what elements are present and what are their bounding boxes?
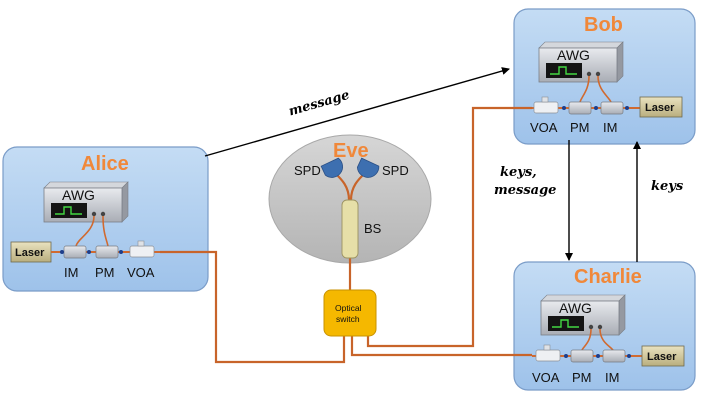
spd-right-icon <box>356 157 380 178</box>
charlie-pm-device <box>570 349 594 363</box>
charlie-awg-screen <box>548 316 584 331</box>
fiber-alice-to-switch <box>160 250 346 364</box>
bob-pm-device <box>568 101 592 115</box>
bob-pm-label: PM <box>570 120 590 135</box>
bob-awg-label: AWG <box>557 47 590 63</box>
optical-switch <box>323 289 377 337</box>
spd-left-icon <box>320 157 343 178</box>
alice-laser-label: Laser <box>15 247 45 259</box>
charlie-awg-label: AWG <box>559 300 592 316</box>
alice-voa-label: VOA <box>127 265 155 280</box>
fiber-links <box>160 106 532 364</box>
bob-voa-device <box>533 101 559 114</box>
bob-laser: Laser <box>639 96 683 118</box>
message-arrow-alice-to-bob <box>204 67 510 157</box>
eve-title: Eve <box>333 140 369 162</box>
bs-label: BS <box>364 221 382 236</box>
alice-im-device <box>63 245 87 259</box>
fiber-switch-to-charlie <box>350 336 532 357</box>
alice-pm-device <box>95 245 119 259</box>
bob-voa-label: VOA <box>530 120 558 135</box>
charlie-im-label: IM <box>605 370 619 385</box>
alice-voa-device <box>129 245 155 258</box>
keys-message-label-line2: message <box>494 183 556 198</box>
keys-label: keys <box>651 179 684 194</box>
message-label: message <box>287 88 351 120</box>
spd-right-label: SPD <box>382 163 409 178</box>
bob-laser-label: Laser <box>645 102 675 114</box>
alice-laser: Laser <box>10 241 52 263</box>
alice-im-label: IM <box>64 265 78 280</box>
charlie-laser-label: Laser <box>647 351 677 363</box>
bob-rf-cables <box>579 75 612 103</box>
spd-left-label: SPD <box>294 163 321 178</box>
optical-switch-label-line2: switch <box>336 314 360 324</box>
keys-message-label-line1: keys, <box>500 165 537 180</box>
alice-optical-chain <box>51 240 160 259</box>
charlie-voa-device <box>535 349 561 362</box>
charlie-pm-label: PM <box>572 370 592 385</box>
charlie-awg: AWG <box>540 294 626 336</box>
optical-switch-label-line1: Optical <box>335 303 362 313</box>
bob-im-device <box>600 101 624 115</box>
fiber-switch-to-bob <box>366 106 532 348</box>
alice-pm-label: PM <box>95 265 115 280</box>
charlie-im-device <box>602 349 626 363</box>
bob-title: Bob <box>584 14 623 36</box>
charlie-optical-chain <box>532 344 642 363</box>
bob-im-label: IM <box>603 120 617 135</box>
charlie-laser: Laser <box>641 345 685 367</box>
alice-rf-cables <box>75 215 109 247</box>
alice-awg-label: AWG <box>62 187 95 203</box>
bob-awg-screen <box>546 63 582 78</box>
bob-optical-chain <box>532 96 640 115</box>
charlie-voa-label: VOA <box>532 370 560 385</box>
charlie-title: Charlie <box>574 266 642 288</box>
alice-awg: AWG <box>43 181 129 223</box>
beam-splitter <box>341 199 359 259</box>
alice-title: Alice <box>81 153 129 175</box>
alice-awg-screen <box>51 203 87 218</box>
charlie-rf-cables <box>581 328 614 351</box>
bob-awg: AWG <box>538 41 624 83</box>
